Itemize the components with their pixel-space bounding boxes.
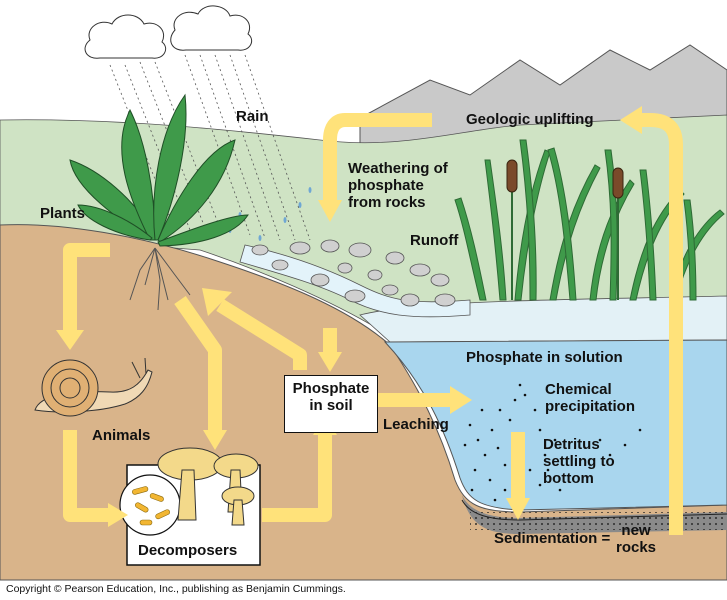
label-sedimentation: Sedimentation = — [494, 530, 611, 547]
label-new-rocks: new rocks — [616, 522, 657, 556]
stream-runoff — [239, 239, 471, 318]
arrow-plants-to-animals — [63, 243, 110, 330]
snail-illustration — [34, 357, 153, 417]
label-detritus: Detritus settling to bottom — [543, 436, 615, 487]
label-weathering: Weathering of phosphate from rocks — [348, 160, 448, 211]
label-phosphate-in-soil: Phosphate in soil — [284, 375, 378, 433]
label-phosphate-in-solution: Phosphate in solution — [466, 349, 623, 366]
label-animals: Animals — [92, 427, 151, 444]
arrow-decomposers-to-soil — [262, 435, 332, 522]
cycle-arrows — [63, 113, 683, 535]
arrow-plants-to-decomposers — [174, 295, 222, 430]
label-plants: Plants — [40, 205, 86, 222]
decomposers-box — [119, 447, 261, 566]
label-rain: Rain — [236, 108, 269, 125]
rain-clouds — [84, 5, 312, 241]
arrow-animals-to-decomposers — [63, 430, 108, 522]
arrow-geologic-to-weathering — [323, 113, 432, 200]
arrow-uplifting — [640, 113, 683, 535]
label-geologic-uplifting: Geologic uplifting — [466, 111, 594, 128]
plant-illustration — [69, 93, 249, 311]
label-chemical-precipitation: Chemical precipitation — [545, 381, 636, 415]
lake-water — [383, 339, 727, 511]
label-decomposers: Decomposers — [138, 542, 238, 559]
cattail-reeds — [454, 139, 725, 301]
label-runoff: Runoff — [410, 232, 459, 249]
arrow-soil-to-plants — [216, 299, 307, 370]
rain-streaks — [109, 54, 311, 241]
copyright-notice: Copyright © Pearson Education, Inc., pub… — [6, 583, 346, 595]
label-leaching: Leaching — [383, 416, 449, 433]
precipitate-particles — [463, 383, 642, 502]
